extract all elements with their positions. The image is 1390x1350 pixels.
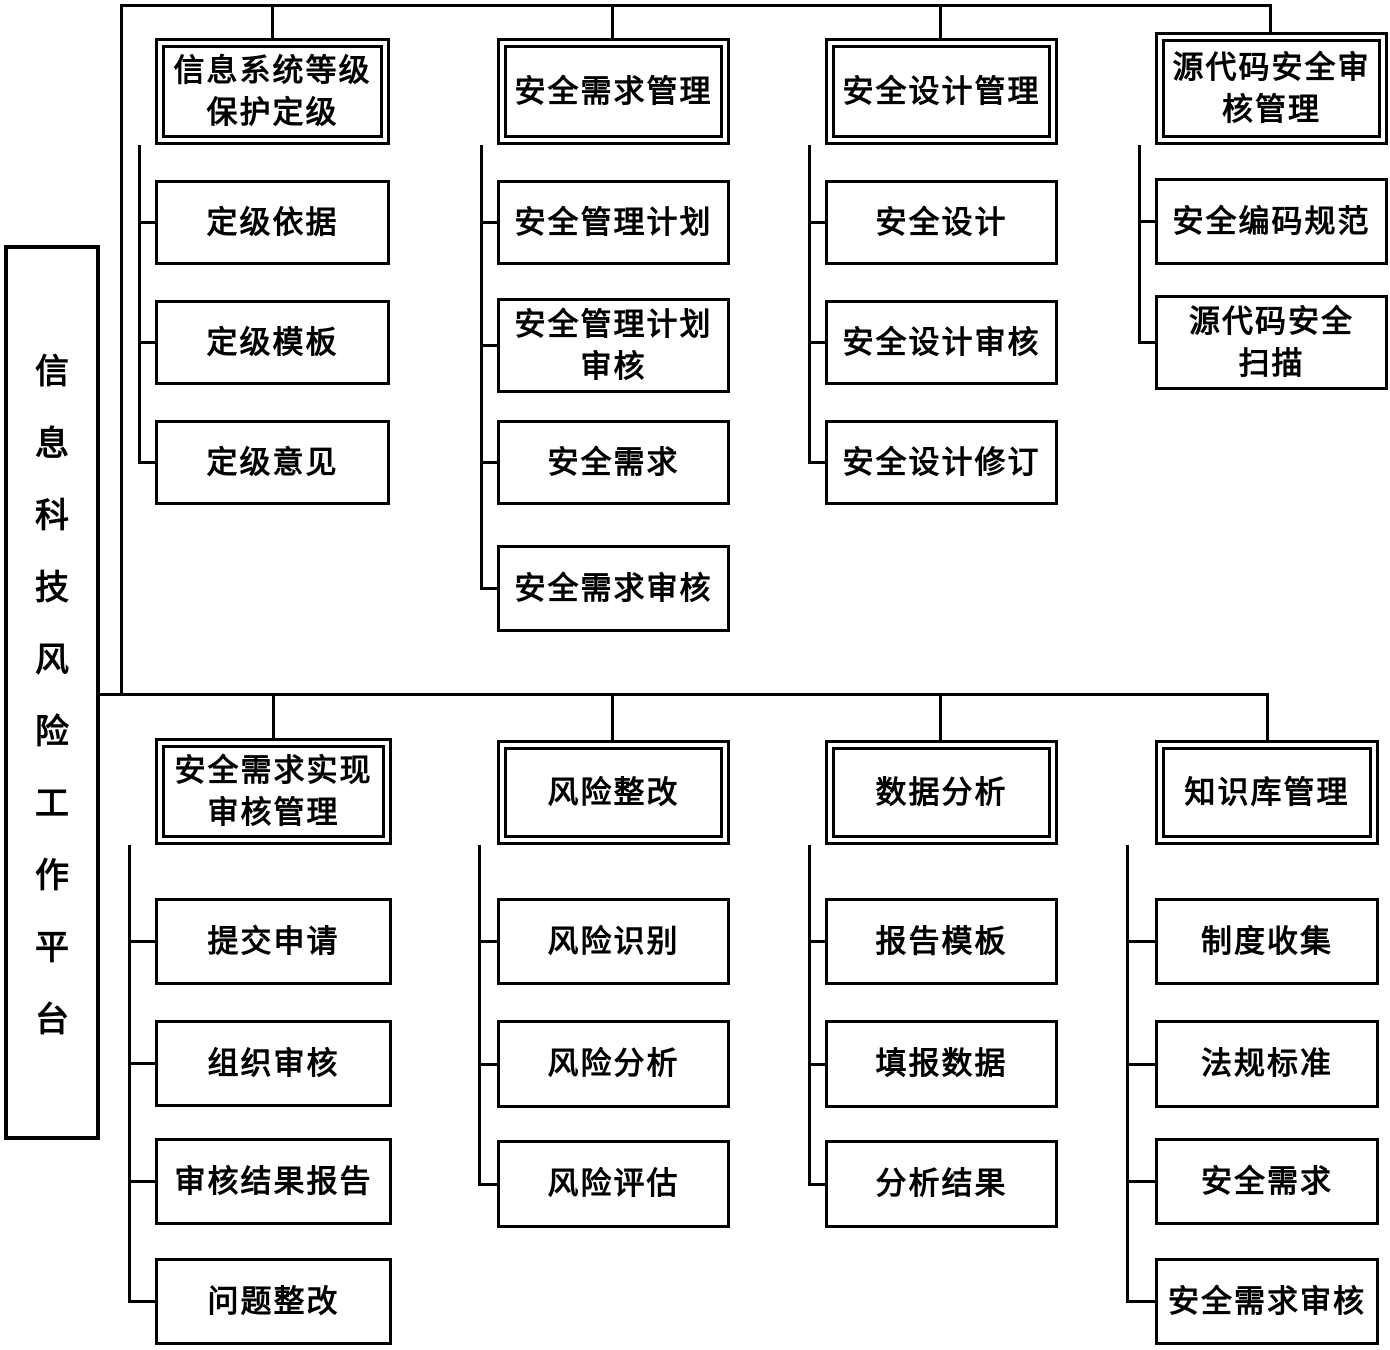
bottom-rail-line bbox=[99, 693, 1269, 696]
child-node: 填报数据 bbox=[825, 1020, 1058, 1108]
child-connector-line bbox=[138, 221, 157, 224]
module-node: 信息系统等级 保护定级 bbox=[155, 38, 390, 145]
root-node-label-char: 工 bbox=[35, 786, 69, 823]
root-node-label-char: 风 bbox=[35, 642, 69, 679]
child-connector-line bbox=[478, 1062, 499, 1066]
child-node: 定级依据 bbox=[155, 180, 390, 265]
child-node: 问题整改 bbox=[155, 1258, 392, 1345]
child-node: 安全编码规范 bbox=[1155, 178, 1388, 265]
child-node: 风险分析 bbox=[497, 1020, 730, 1108]
child-connector-line bbox=[138, 341, 157, 344]
child-connector-line bbox=[1126, 845, 1129, 1303]
child-connector-line bbox=[478, 845, 481, 1186]
root-node-label-char: 台 bbox=[35, 1002, 69, 1039]
root-node-label-char: 作 bbox=[35, 858, 69, 895]
child-connector-line bbox=[128, 845, 131, 1303]
root-node-label-char: 息 bbox=[35, 426, 69, 463]
child-connector-line bbox=[808, 845, 811, 1186]
child-node: 风险评估 bbox=[497, 1140, 730, 1228]
root-node-label-char: 技 bbox=[35, 570, 69, 607]
child-node: 源代码安全 扫描 bbox=[1155, 295, 1388, 390]
child-node: 提交申请 bbox=[155, 898, 392, 985]
child-connector-line bbox=[808, 1182, 827, 1186]
child-connector-line bbox=[128, 940, 157, 943]
child-node: 报告模板 bbox=[825, 898, 1058, 985]
branch-stub-line bbox=[271, 4, 274, 39]
child-node: 安全管理计划 审核 bbox=[497, 298, 730, 393]
child-connector-line bbox=[128, 1300, 157, 1303]
child-node: 制度收集 bbox=[1155, 898, 1379, 985]
child-node: 审核结果报告 bbox=[155, 1138, 392, 1225]
root-node-label-char: 科 bbox=[35, 498, 69, 535]
child-connector-line bbox=[128, 1062, 157, 1065]
child-node: 风险识别 bbox=[497, 898, 730, 985]
branch-stub-line bbox=[611, 4, 614, 39]
branch-stub-line bbox=[611, 693, 614, 741]
child-node: 安全设计 bbox=[825, 180, 1058, 265]
child-node: 定级模板 bbox=[155, 300, 390, 385]
child-node: 安全需求 bbox=[497, 420, 730, 505]
child-connector-line bbox=[478, 1182, 499, 1186]
module-node: 源代码安全审 核管理 bbox=[1155, 32, 1388, 145]
branch-stub-line bbox=[1266, 693, 1269, 741]
child-connector-line bbox=[480, 221, 499, 224]
child-node: 安全需求审核 bbox=[1155, 1258, 1379, 1345]
child-connector-line bbox=[480, 461, 499, 464]
child-connector-line bbox=[1126, 1180, 1157, 1183]
root-node-label-char: 险 bbox=[35, 714, 69, 751]
child-connector-line bbox=[480, 145, 483, 590]
child-node: 安全设计修订 bbox=[825, 420, 1058, 505]
module-node: 安全需求管理 bbox=[497, 38, 730, 145]
child-connector-line bbox=[480, 344, 499, 347]
child-connector-line bbox=[138, 461, 157, 464]
child-connector-line bbox=[1138, 341, 1157, 344]
child-connector-line bbox=[1138, 145, 1141, 344]
child-node: 安全需求 bbox=[1155, 1138, 1379, 1225]
child-node: 法规标准 bbox=[1155, 1020, 1379, 1108]
child-connector-line bbox=[480, 587, 499, 590]
child-connector-line bbox=[808, 461, 827, 464]
branch-stub-line bbox=[939, 693, 942, 741]
child-connector-line bbox=[1126, 940, 1157, 943]
child-connector-line bbox=[1138, 220, 1157, 223]
top-rail-line bbox=[120, 4, 1272, 7]
root-node-label-char: 信 bbox=[35, 354, 69, 391]
child-node: 定级意见 bbox=[155, 420, 390, 505]
module-node: 数据分析 bbox=[825, 740, 1058, 845]
branch-stub-line bbox=[272, 693, 275, 739]
child-node: 安全设计审核 bbox=[825, 300, 1058, 385]
child-connector-line bbox=[808, 341, 827, 344]
child-connector-line bbox=[1126, 1062, 1157, 1066]
root-node: 信息科技风险工作平台 bbox=[4, 245, 100, 1140]
child-connector-line bbox=[128, 1180, 157, 1183]
child-connector-line bbox=[808, 145, 811, 464]
child-connector-line bbox=[138, 145, 141, 464]
module-node: 安全需求实现 审核管理 bbox=[155, 738, 392, 845]
module-node: 风险整改 bbox=[497, 740, 730, 845]
child-connector-line bbox=[478, 940, 499, 943]
child-node: 安全需求审核 bbox=[497, 545, 730, 632]
child-connector-line bbox=[808, 1062, 827, 1066]
trunk-line bbox=[120, 4, 123, 696]
branch-stub-line bbox=[1269, 4, 1272, 33]
module-node: 知识库管理 bbox=[1155, 740, 1379, 845]
root-node-label: 信息科技风险工作平台 bbox=[35, 344, 69, 1041]
module-node: 安全设计管理 bbox=[825, 38, 1058, 145]
child-node: 分析结果 bbox=[825, 1140, 1058, 1228]
child-node: 安全管理计划 bbox=[497, 180, 730, 265]
child-connector-line bbox=[808, 221, 827, 224]
branch-stub-line bbox=[939, 4, 942, 39]
child-connector-line bbox=[808, 940, 827, 943]
root-node-label-char: 平 bbox=[35, 930, 69, 967]
child-connector-line bbox=[1126, 1300, 1157, 1303]
child-node: 组织审核 bbox=[155, 1020, 392, 1107]
